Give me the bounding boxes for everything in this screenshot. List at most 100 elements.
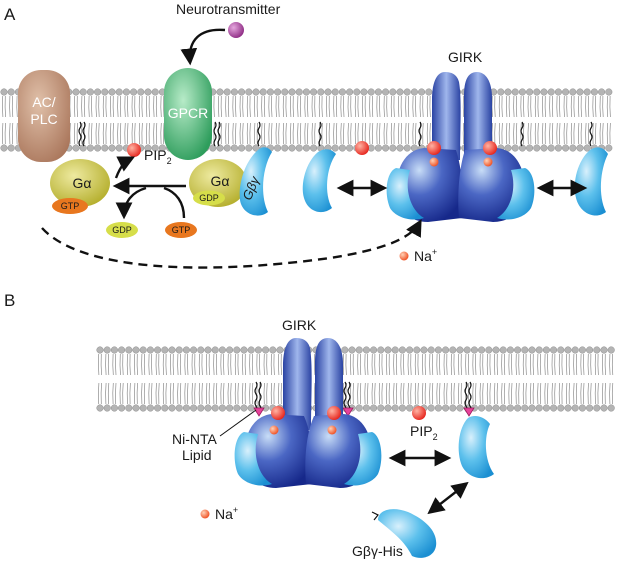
lipid-tail <box>117 122 122 145</box>
lipid-tail <box>206 353 210 376</box>
lipid-head <box>569 88 577 96</box>
lipid-head <box>266 88 274 96</box>
lipid-head <box>295 88 303 96</box>
lipid-tail <box>282 122 287 145</box>
lipid-tail <box>587 353 592 376</box>
lipid-tail <box>102 95 107 118</box>
lipid-tail <box>544 382 549 405</box>
lipid-tail <box>383 122 388 145</box>
lipid-tail <box>520 95 525 118</box>
lipid-tail <box>326 95 330 118</box>
lipid-tail <box>390 122 395 145</box>
lipid-tail <box>570 122 575 145</box>
lipid-head <box>101 144 109 152</box>
lipid-tail <box>326 122 330 145</box>
ni-nta-label-line2: Lipid <box>182 447 212 463</box>
gtp-free: GTP <box>165 222 197 238</box>
lipid-tail <box>357 353 362 376</box>
lipid-head <box>132 404 140 412</box>
lipid-tail <box>578 122 582 145</box>
lipid-head <box>554 88 562 96</box>
lipid-tail <box>390 95 395 118</box>
panel-b-label: B <box>4 291 15 310</box>
lipid-tail <box>261 95 266 118</box>
lipid-head <box>295 144 303 152</box>
lipid-head <box>434 346 442 354</box>
lipid-head <box>478 404 486 412</box>
lipid-tail <box>383 95 388 118</box>
lipid-tail <box>362 95 366 118</box>
lipid-head <box>230 144 238 152</box>
lipid-head <box>137 88 145 96</box>
lipid-head <box>540 144 548 152</box>
lipid-tail <box>311 122 316 145</box>
lipid-tail <box>270 353 275 376</box>
lipid-head <box>576 88 584 96</box>
lipid-head <box>331 144 339 152</box>
lipid-head <box>540 88 548 96</box>
lipid-head <box>593 404 601 412</box>
lipid-head <box>108 144 116 152</box>
lipid-tail <box>246 95 251 118</box>
na-ion-girk-left-b <box>269 425 279 435</box>
lipid-tail <box>412 95 417 118</box>
lipid-tail <box>213 353 218 376</box>
lipid-tail <box>479 353 484 376</box>
lipid-tail <box>350 353 354 376</box>
lipid-tail <box>426 122 431 145</box>
lipid-head <box>374 88 382 96</box>
lipid-tail <box>472 382 477 405</box>
lipid-tail <box>2 122 6 145</box>
lipid-head <box>557 404 565 412</box>
lipid-head <box>511 88 519 96</box>
lipid-tail <box>486 382 491 405</box>
lipid-head <box>269 346 277 354</box>
lipid-head <box>605 88 613 96</box>
lipid-tail <box>369 122 374 145</box>
lipid-head <box>338 144 346 152</box>
lipid-tail <box>206 382 210 405</box>
gbg-free-a1 <box>302 149 336 213</box>
lipid-head <box>518 144 526 152</box>
lipid-tail <box>138 95 143 118</box>
lipid-head <box>374 144 382 152</box>
lipid-head <box>478 346 486 354</box>
lipid-tail <box>426 95 431 118</box>
lipid-tail <box>170 353 174 376</box>
lipid-tail <box>508 382 513 405</box>
lipid-head <box>470 346 478 354</box>
lipid-head <box>535 346 543 354</box>
lipid-head <box>564 346 572 354</box>
lipid-head <box>115 88 123 96</box>
lipid-head <box>442 404 450 412</box>
lipid-tail <box>74 122 78 145</box>
lipid-head <box>310 88 318 96</box>
lipid-head <box>168 346 176 354</box>
lipid-tail <box>347 95 352 118</box>
lipid-tail <box>160 122 165 145</box>
lipid-head <box>161 404 169 412</box>
lipid-head <box>182 346 190 354</box>
lipid-tail <box>155 353 160 376</box>
lipid-tail <box>429 382 434 405</box>
lipid-tail <box>141 382 146 405</box>
lipid-tail <box>585 95 590 118</box>
lipid-tail <box>95 95 100 118</box>
lipid-head <box>382 88 390 96</box>
lipid-head <box>238 144 246 152</box>
lipid-tail <box>153 95 158 118</box>
lipid-tail <box>290 95 294 118</box>
lipid-head <box>463 346 471 354</box>
pip2-girk-right-a <box>483 141 497 155</box>
lipid-head <box>598 88 606 96</box>
lipid-head <box>413 346 421 354</box>
lipid-head <box>427 346 435 354</box>
lipid-head <box>427 404 435 412</box>
lipid-head <box>0 144 8 152</box>
lipid-tail <box>578 95 582 118</box>
lipid-head <box>125 346 133 354</box>
membrane-a <box>0 88 613 152</box>
lipid-head <box>398 404 406 412</box>
lipid-head <box>528 346 536 354</box>
